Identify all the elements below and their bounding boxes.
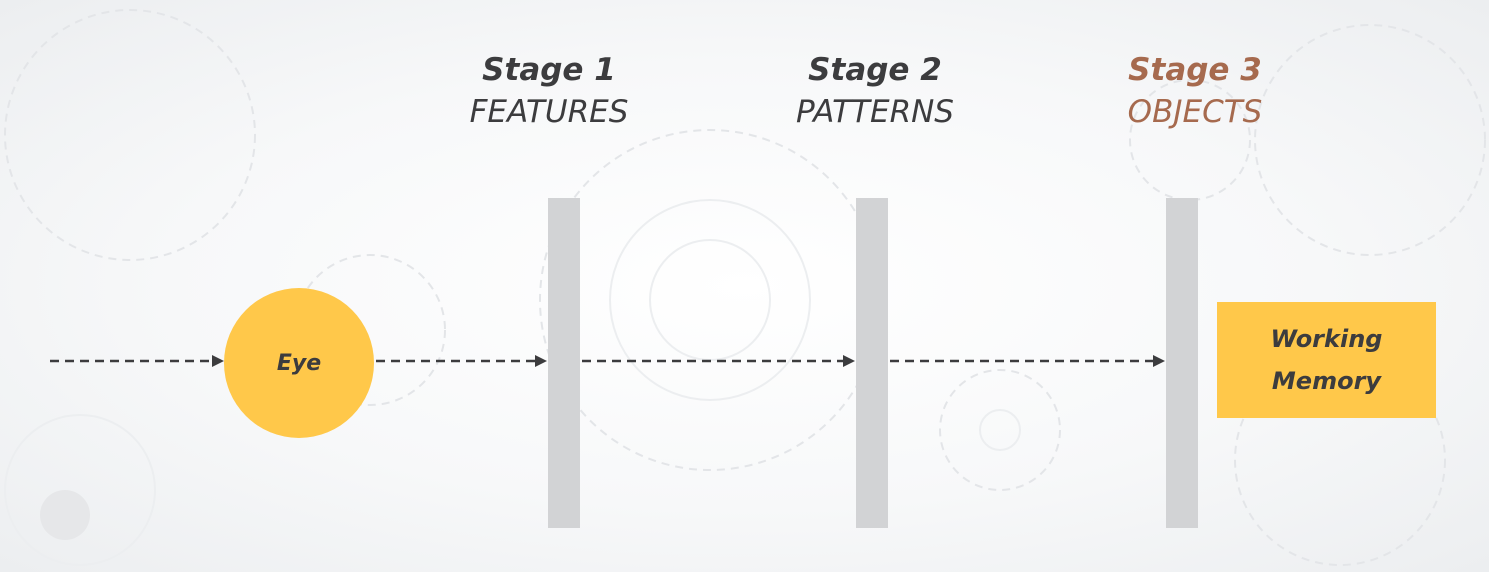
stage-3-name: OBJECTS — [1127, 94, 1263, 130]
stage-2-number: Stage 2 — [808, 52, 942, 88]
working-memory-line2: Memory — [1271, 367, 1382, 395]
stage-3-number: Stage 3 — [1128, 52, 1262, 88]
stage-1-name: FEATURES — [469, 94, 629, 130]
stage-3-header: Stage 3 OBJECTS — [1065, 50, 1325, 134]
stage-1-header: Stage 1 FEATURES — [419, 50, 679, 134]
stage-1-bar — [548, 198, 580, 528]
eye-label: Eye — [276, 350, 322, 376]
stage-2-bar — [856, 198, 888, 528]
stage-1-number: Stage 1 — [482, 52, 616, 88]
arrowheads — [212, 355, 1165, 367]
stage-3-bar — [1166, 198, 1198, 528]
stage-2-header: Stage 2 PATTERNS — [745, 50, 1005, 134]
working-memory-box: Working Memory — [1217, 302, 1436, 418]
stage-2-name: PATTERNS — [796, 94, 954, 130]
eye-node: Eye — [224, 288, 374, 438]
working-memory-line1: Working — [1270, 325, 1383, 353]
